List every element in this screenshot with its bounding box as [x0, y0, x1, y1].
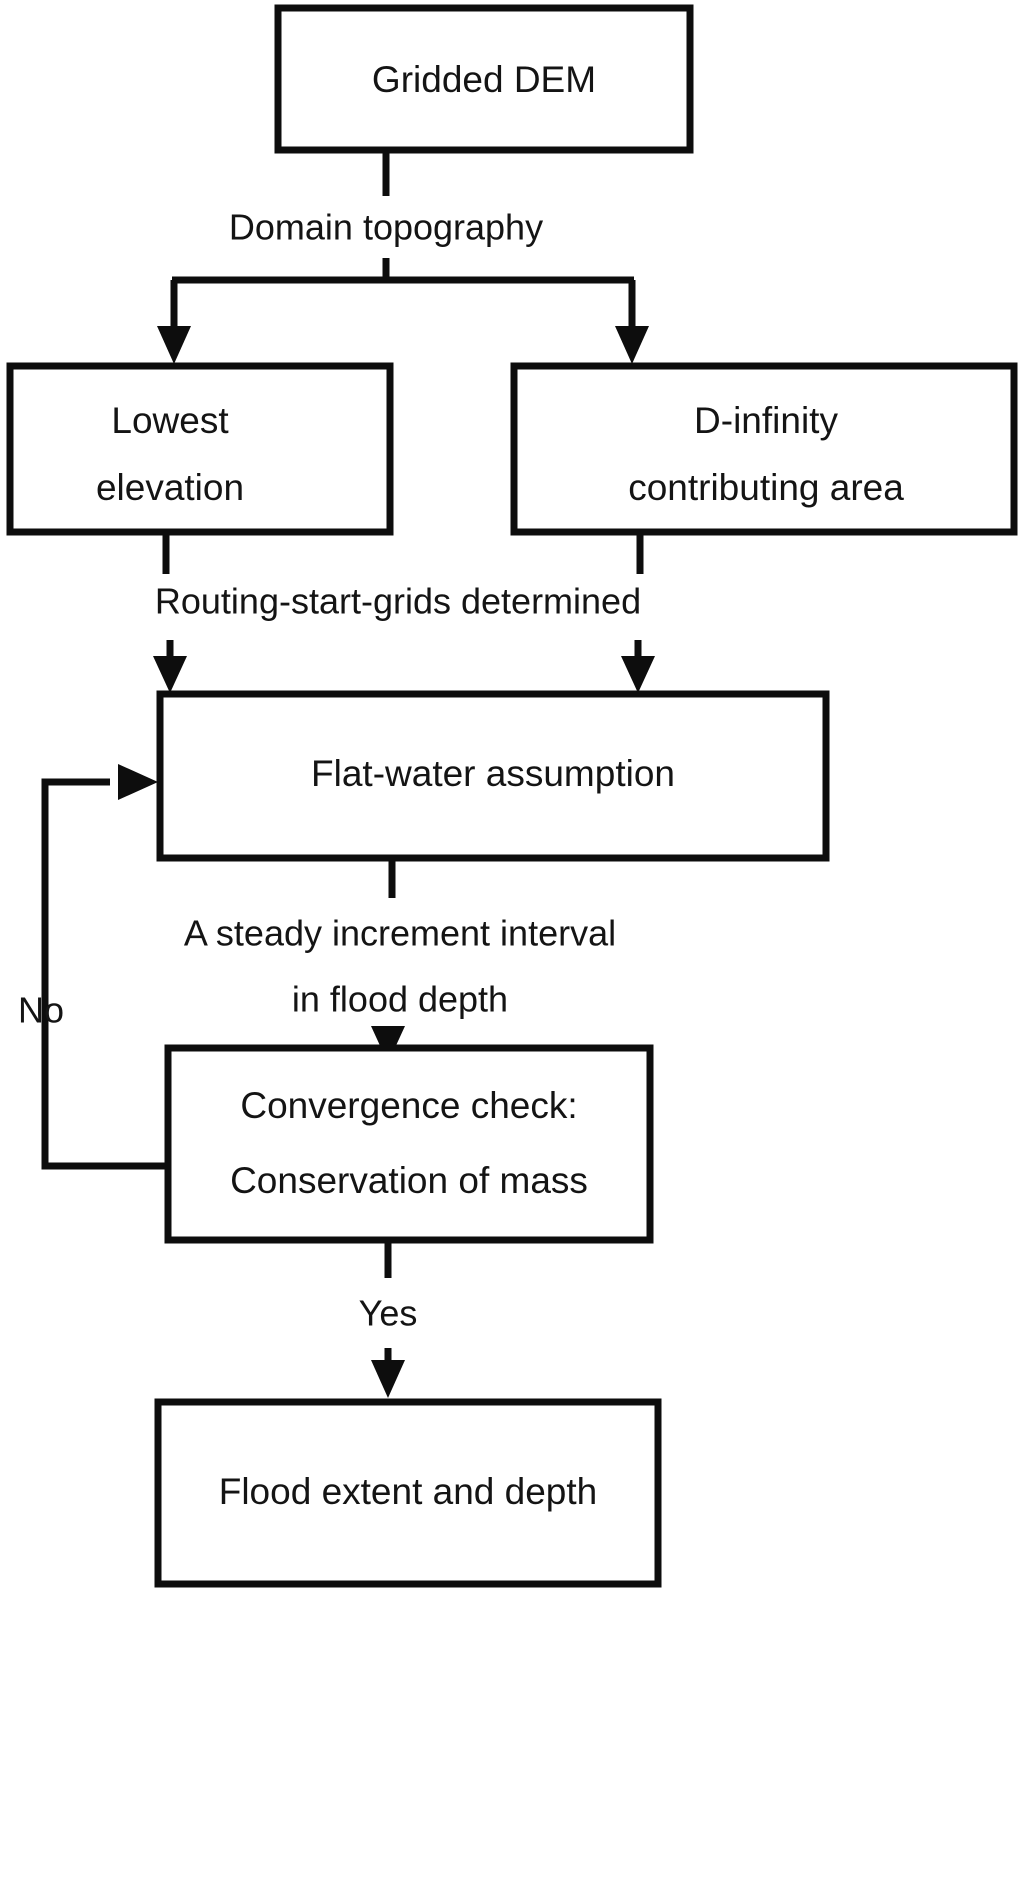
node-d-infinity-label-line2: contributing area	[628, 467, 904, 508]
node-flat-water-box[interactable]	[156, 690, 830, 862]
node-d-infinity-label-line1: D-infinity	[694, 400, 838, 441]
arrow-head-to-lowest-elevation	[157, 326, 191, 364]
node-gridded-dem-box[interactable]	[274, 4, 694, 154]
node-flood-output-box[interactable]	[154, 1398, 662, 1588]
node-d-infinity-box[interactable]	[510, 362, 1018, 536]
node-convergence-label-line1: Convergence check:	[240, 1085, 577, 1126]
edge-label-routing-start-grids: Routing-start-grids determined	[155, 581, 641, 622]
node-convergence-box[interactable]	[164, 1044, 654, 1244]
node-flood-output-label: Flood extent and depth	[219, 1471, 598, 1512]
edge-label-steady-increment-line2: in flood depth	[292, 979, 508, 1020]
edge-label-steady-increment-line1: A steady increment interval	[184, 913, 616, 954]
node-lowest-elevation-label-line2: elevation	[96, 467, 244, 508]
arrow-head-no-feedback-into-flatwater	[118, 764, 158, 800]
arrow-head-into-flood-output	[371, 1360, 405, 1398]
arrow-head-to-d-infinity	[615, 326, 649, 364]
node-lowest-elevation-label-line1: Lowest	[111, 400, 229, 441]
node-convergence-label-line2: Conservation of mass	[230, 1160, 588, 1201]
arrow-head-right-into-flatwater	[621, 656, 655, 693]
edge-label-domain-topography: Domain topography	[229, 207, 543, 248]
node-gridded-dem-label: Gridded DEM	[372, 59, 596, 100]
node-lowest-elevation-box[interactable]	[6, 362, 394, 536]
edge-label-yes: Yes	[359, 1293, 418, 1334]
arrow-head-left-into-flatwater	[153, 656, 187, 693]
edge-no-feedback-loop	[41, 778, 168, 1170]
node-flat-water-label: Flat-water assumption	[311, 753, 675, 794]
edge-label-no: No	[18, 990, 64, 1031]
